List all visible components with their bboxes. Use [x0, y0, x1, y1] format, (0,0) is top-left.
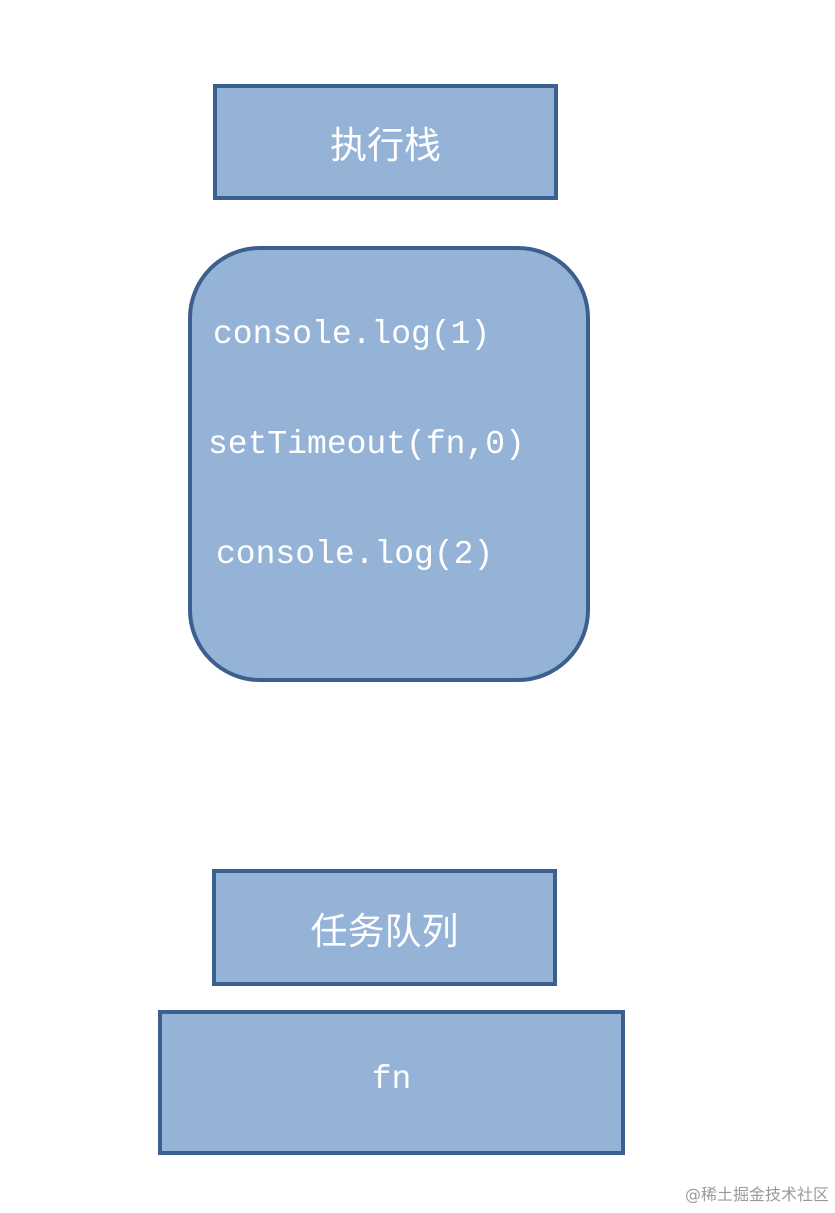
task-queue-title: 任务队列: [310, 909, 459, 953]
execution-stack-title: 执行栈: [330, 124, 441, 167]
task-queue-body: fn: [158, 1010, 625, 1155]
watermark: @稀土掘金技术社区: [684, 1185, 829, 1204]
task-queue-header: 任务队列: [212, 869, 557, 986]
execution-stack-header: 执行栈: [213, 84, 558, 200]
task-queue-item: fn: [371, 1061, 412, 1098]
stack-code-line: console.log(2): [216, 536, 494, 573]
stack-code-line: console.log(1): [213, 316, 491, 353]
stack-code-line: setTimeout(fn,0): [208, 426, 525, 463]
execution-stack-body: console.log(1) setTimeout(fn,0) console.…: [188, 246, 590, 682]
